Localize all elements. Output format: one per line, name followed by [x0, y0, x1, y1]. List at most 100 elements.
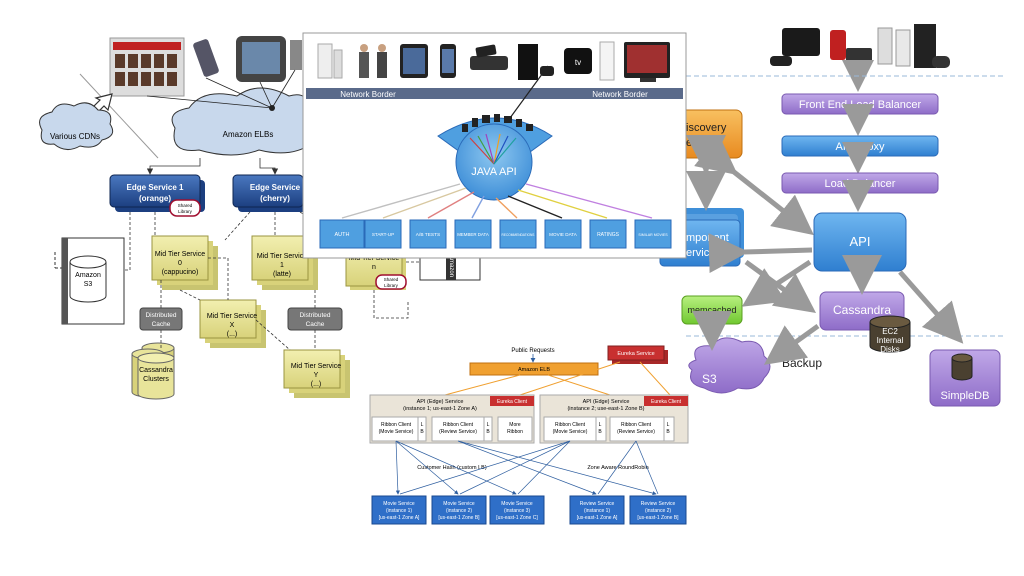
s3-cylinder: [69, 255, 107, 269]
svg-text:(...): (...): [227, 331, 238, 338]
svg-text:(orange): (orange): [139, 194, 171, 203]
svg-text:RATINGS: RATINGS: [597, 232, 620, 238]
cdn-label: Various CDNs: [50, 132, 100, 141]
svg-text:Network Border: Network Border: [592, 90, 648, 99]
eureka-service: [607, 345, 665, 361]
svg-text:RECOMMENDATIONS: RECOMMENDATIONS: [502, 233, 535, 237]
svg-text:B: B: [420, 429, 424, 435]
svg-text:[us-east-1 Zone A]: [us-east-1 Zone A]: [379, 515, 420, 521]
elb-cloud: [171, 87, 312, 156]
svg-text:B: B: [598, 429, 602, 435]
svg-text:(Movie Service): (Movie Service): [379, 429, 414, 435]
phone-icon: [193, 39, 219, 77]
svg-text:Shared: Shared: [384, 277, 399, 282]
device-icon: [290, 40, 302, 70]
service-auth: [319, 219, 365, 249]
svg-text:Library: Library: [178, 209, 193, 214]
right-diagram: Front End Load Balancer API Proxy Load B…: [659, 24, 1004, 407]
svg-text:Eureka Client: Eureka Client: [497, 399, 528, 405]
svg-text:(...): (...): [311, 381, 322, 388]
svg-text:Distributed: Distributed: [145, 312, 176, 319]
mid-tier-1: [251, 235, 309, 281]
svg-text:MOVIE DATA: MOVIE DATA: [549, 232, 578, 237]
svg-text:More: More: [509, 422, 521, 428]
svg-text:ervices: ervices: [686, 247, 721, 259]
cassandra-clusters: [131, 342, 175, 400]
roku-icon: [470, 56, 508, 70]
eureka-client-1: [490, 396, 534, 406]
svg-text:X: X: [230, 322, 235, 329]
svg-text:B: B: [666, 429, 670, 435]
svg-text:(instance 2; use-east-1 Zone B: (instance 2; use-east-1 Zone B): [567, 406, 644, 412]
svg-text:Amazon ELB: Amazon ELB: [518, 367, 550, 373]
svg-text:L: L: [421, 422, 424, 428]
svg-text:Mid Tier Service: Mid Tier Service: [155, 251, 205, 258]
svg-text:Disks: Disks: [880, 345, 900, 354]
svg-text:Review Service: Review Service: [580, 501, 615, 507]
ec2-disks: [869, 315, 911, 329]
svg-text:Ribbon Client: Ribbon Client: [555, 422, 586, 428]
ribbon-client-review-1: [431, 416, 493, 442]
svg-text:(Review Service): (Review Service): [617, 429, 655, 435]
svg-text:S3: S3: [702, 372, 717, 386]
svg-text:Ribbon: Ribbon: [507, 429, 523, 435]
service-ratings: [589, 219, 627, 249]
svg-text:(cherry): (cherry): [260, 194, 290, 203]
center-diagram: tv Network Border Network Border JAVA AP…: [302, 32, 687, 259]
svg-text:JAVA API: JAVA API: [471, 166, 516, 178]
svg-text:S3: S3: [84, 281, 93, 288]
svg-text:Edge Service: Edge Service: [250, 183, 301, 192]
eureka-client-2: [644, 396, 688, 406]
svg-text:(Movie Service): (Movie Service): [553, 429, 588, 435]
xbox-center-icon: [599, 41, 615, 81]
svg-text:L: L: [487, 422, 490, 428]
review-service-2: [629, 495, 687, 525]
svg-text:[us-east-1 Zone C]: [us-east-1 Zone C]: [496, 515, 538, 521]
backup-label: Backup: [782, 356, 822, 370]
svg-text:Y: Y: [314, 372, 319, 379]
svg-text:Eureka Client: Eureka Client: [651, 399, 682, 405]
svg-text:[us-east-1 Zone B]: [us-east-1 Zone B]: [438, 515, 480, 521]
svg-text:API Proxy: API Proxy: [836, 141, 885, 153]
center-devices: tv: [317, 41, 670, 82]
mid-tier-y: [283, 349, 341, 389]
svg-text:Cache: Cache: [306, 321, 325, 328]
svg-text:(Review Service): (Review Service): [439, 429, 477, 435]
shared-library-badge: [169, 199, 201, 217]
svg-text:tv: tv: [575, 58, 581, 67]
s3-cloud: [688, 337, 771, 394]
svg-text:iscovery: iscovery: [686, 122, 727, 134]
network-border-bar: [306, 88, 683, 99]
service-member-data: [454, 219, 492, 249]
people-icon: [359, 52, 369, 78]
svg-text:Internal: Internal: [877, 336, 904, 345]
svg-text:ervice: ervice: [686, 137, 715, 149]
svg-text:SimpleDB: SimpleDB: [941, 390, 990, 402]
svg-text:A/B TESTS: A/B TESTS: [416, 232, 440, 238]
svg-text:L: L: [599, 422, 602, 428]
svg-text:Review Service: Review Service: [641, 501, 676, 507]
svg-text:MEMBER DATA: MEMBER DATA: [457, 232, 489, 237]
svg-text:API: API: [850, 234, 871, 249]
svg-text:Cache: Cache: [152, 321, 171, 328]
bottom-diagram: Public Requests Eureka Service Amazon EL…: [369, 345, 689, 525]
svg-text:EC2: EC2: [882, 327, 898, 336]
svg-text:n: n: [372, 264, 376, 271]
elb-label: Amazon ELBs: [223, 130, 274, 139]
svg-text:L: L: [667, 422, 670, 428]
svg-text:(instance 1; us-east-1 Zone A): (instance 1; us-east-1 Zone A): [403, 406, 477, 412]
svg-text:Ribbon Client: Ribbon Client: [621, 422, 652, 428]
left-diagram: Various CDNs Amazon ELBs Edge Service 1 …: [39, 36, 481, 400]
svg-text:(cappucino): (cappucino): [162, 269, 199, 276]
svg-text:Edge Service 1: Edge Service 1: [127, 183, 184, 192]
svg-text:Clusters: Clusters: [143, 376, 169, 383]
service-startup: [364, 219, 402, 249]
svg-text:[us-east-1 Zone B]: [us-east-1 Zone B]: [637, 515, 679, 521]
svg-text:API (Edge) Service: API (Edge) Service: [583, 399, 630, 405]
more-ribbon: [497, 416, 533, 442]
service-movie-data: [544, 219, 582, 249]
svg-text:(instance 2): (instance 2): [446, 508, 472, 514]
mid-tier-x: [199, 299, 257, 339]
service-recommendations: [499, 219, 537, 249]
svg-text:0: 0: [178, 260, 182, 267]
